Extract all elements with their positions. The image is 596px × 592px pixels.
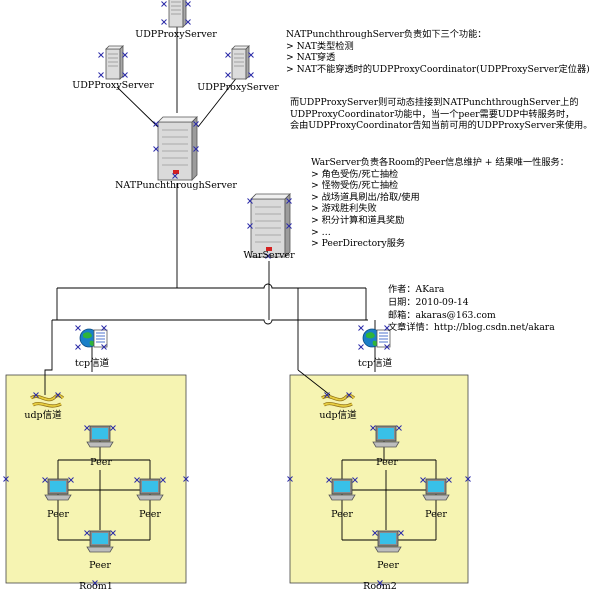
author-date: 日期：2010-09-14 (388, 296, 469, 308)
war-server-description-item: > PeerDirectory服务 (311, 238, 406, 250)
room1-label: Room1 (79, 581, 113, 592)
room1-peer-bottom-label: Peer (89, 560, 111, 571)
room1-peer-left-icon (44, 478, 72, 501)
room2-peer-top-icon (372, 425, 400, 448)
room2-peer-top-label: Peer (376, 457, 398, 468)
room2-peer-right-icon (422, 478, 450, 501)
war-server-label: WarServer (243, 250, 295, 261)
room1-peer-top-icon (86, 425, 114, 448)
room1-tcp-label: tcp信道 (75, 357, 110, 369)
room2-tcp-label: tcp信道 (358, 357, 393, 369)
udp-proxy-server-top-label: UDPProxyServer (135, 29, 217, 40)
room2-peer-right-label: Peer (425, 509, 447, 520)
room1-peer-right-icon (136, 478, 164, 501)
war-server-description-item: > 积分计算和道具奖励 (311, 214, 405, 226)
udp-proxy-server-left-icon (105, 45, 124, 80)
author-info: 作者：AKara 日期：2010-09-14 邮箱：akaras@163.com… (388, 284, 555, 335)
udp-proxy-server-top-icon (168, 0, 187, 28)
room1-udp-label: udp信道 (24, 409, 62, 421)
war-server-icon (250, 193, 291, 258)
nat-description-item: > NAT穿透 (286, 52, 336, 64)
nat-punchthrough-server-icon (157, 116, 198, 181)
nat-description-title: NATPunchthroughServer负责如下三个功能： (286, 29, 487, 40)
room1-peer-bottom-icon (86, 530, 114, 553)
war-server-description: WarServer负责各Room的Peer信息维护 + 结果唯一性服务： > 角… (311, 157, 569, 250)
nat-description: NATPunchthroughServer负责如下三个功能： > NAT类型检测… (286, 29, 590, 75)
room2-tcp-globe-icon (362, 328, 391, 348)
nat-description-item: > NAT不能穿透时的UDPProxyCoordinator(UDPProxyS… (286, 63, 590, 75)
war-server-description-item: > … (311, 226, 331, 238)
war-server-description-item: > 角色受伤/死亡抽检 (311, 168, 399, 180)
war-server-description-title: WarServer负责各Room的Peer信息维护 + 结果唯一性服务： (311, 157, 569, 168)
udp-proxy-server-right-label: UDPProxyServer (197, 82, 279, 93)
room1-peer-top-label: Peer (90, 457, 112, 468)
room2-peer-bottom-icon (374, 530, 402, 553)
room1-peer-left-label: Peer (47, 509, 69, 520)
udp-proxy-description: 而UDPProxyServer则可动态挂接到NATPunchthroughSer… (290, 97, 592, 132)
author-email: 邮箱：akaras@163.com (388, 309, 496, 321)
udp-proxy-server-right-icon (231, 45, 250, 80)
udp-proxy-server-left-label: UDPProxyServer (72, 80, 154, 91)
war-server-description-item: > 游戏胜利失败 (311, 203, 377, 215)
udp-proxy-description-line: 会由UDPProxyCoordinator告知当前可用的UDPProxyServ… (290, 120, 593, 132)
room2-label: Room2 (363, 581, 397, 592)
room1-tcp-globe-icon (79, 328, 108, 348)
nat-punchthrough-server-label: NATPunchthroughServer (115, 180, 237, 191)
room2-peer-left-icon (328, 478, 356, 501)
war-server-description-item: > 战场道具刷出/拾取/使用 (311, 191, 420, 203)
nat-description-item: > NAT类型检测 (286, 40, 354, 52)
room2-udp-label: udp信道 (319, 409, 357, 421)
author-name: 作者：AKara (388, 284, 445, 295)
author-article-link[interactable]: 文章详情：http://blog.csdn.net/akara (388, 322, 555, 334)
room1-peer-right-label: Peer (139, 509, 161, 520)
war-server-description-item: > 怪物受伤/死亡抽检 (311, 180, 399, 192)
udp-proxy-description-line: 而UDPProxyServer则可动态挂接到NATPunchthroughSer… (290, 97, 579, 108)
room2-peer-left-label: Peer (331, 509, 353, 520)
room2-peer-bottom-label: Peer (377, 560, 399, 571)
udp-proxy-description-line: UDPProxyCoordinator功能中，当一个peer需要UDP中转服务时… (290, 108, 575, 120)
